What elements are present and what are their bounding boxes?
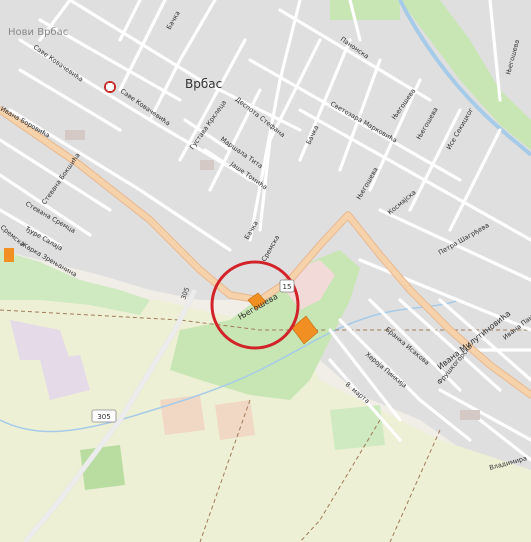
city-label: Врбас [185,77,222,91]
road-shield-15: 15 [279,279,295,293]
stream-waterway [0,299,461,433]
violet-area-2 [40,355,90,400]
poi-marker-3[interactable] [4,248,14,262]
park-top [330,0,400,20]
highlight-circle [210,260,300,350]
red-cross-icon[interactable] [104,81,116,93]
building-1 [200,160,214,170]
main-road [0,107,531,398]
canal-green [400,0,531,150]
minor-streets [0,0,531,462]
tan-area-2 [215,400,255,440]
boundary-line-1 [0,309,531,331]
violet-area-1 [10,320,70,360]
road-shield-305-text: 305 [97,413,110,421]
canal-waterway [398,0,531,157]
poi-marker-1[interactable] [247,292,267,310]
road-305-casing [22,288,198,542]
building-2 [460,410,480,420]
poi-marker-2[interactable] [291,315,319,345]
urban-area [0,0,531,470]
building-3 [65,130,85,140]
road-305 [23,288,198,542]
road-shield-305: 305 [91,409,117,423]
road-shield-15-text: 15 [283,283,292,291]
green-plot-2 [330,405,385,450]
farmland-area [0,300,531,542]
district-label: Нови Врбас [8,27,68,38]
boundary-line-2 [299,419,381,542]
street-label-305: 305 [179,286,191,300]
green-strip [0,250,150,315]
